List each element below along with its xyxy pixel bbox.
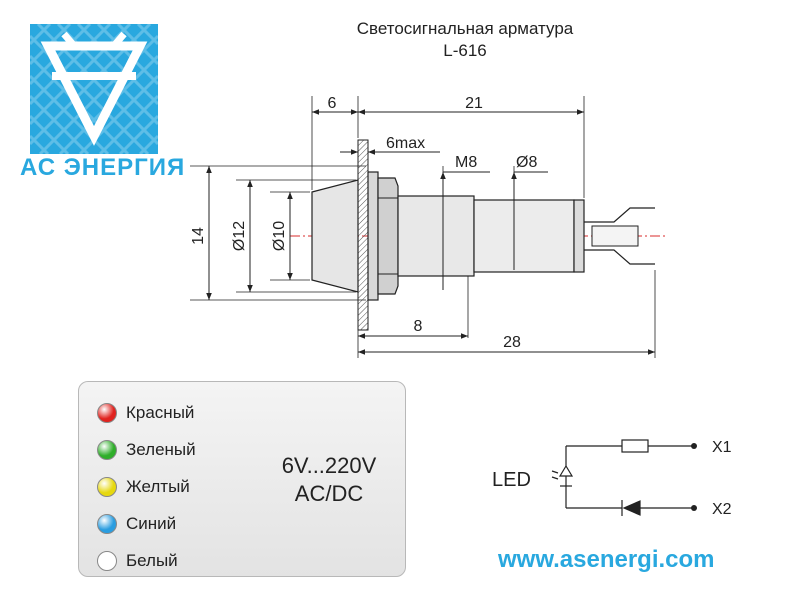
wire-bottom <box>584 249 655 265</box>
color-dot-icon <box>97 402 117 423</box>
rear-cap <box>573 199 585 273</box>
wire-sleeve <box>591 225 639 247</box>
led-label: LED <box>492 469 531 491</box>
color-dot-icon <box>97 439 117 460</box>
dim-6-label: 6 <box>328 95 337 112</box>
brand-logo <box>30 24 158 154</box>
threaded-body <box>397 195 475 277</box>
color-dot-icon <box>97 476 117 497</box>
voltage-range: 6V...220V <box>281 453 377 478</box>
dim-phi8-label: Ø8 <box>516 154 537 171</box>
dim-m8-label: M8 <box>455 154 477 171</box>
dim-21-label: 21 <box>465 95 483 112</box>
website-link[interactable]: www.asenergi.com <box>498 546 715 573</box>
light-ray-2 <box>551 476 559 480</box>
mounting-panel <box>357 139 369 331</box>
legend-item: Зеленый <box>97 431 196 468</box>
terminal-x1-dot <box>691 443 697 449</box>
legend-label: Желтый <box>126 476 190 496</box>
terminal-x1-label: X1 <box>712 439 732 456</box>
title-line1: Светосигнальная арматура <box>356 19 574 38</box>
circuit-diagram <box>551 439 694 516</box>
legend-label: Белый <box>126 550 178 570</box>
legend-label: Красный <box>126 402 195 422</box>
flange <box>367 171 379 301</box>
dim-phi10-label: Ø10 <box>271 221 288 251</box>
title-model: L-616 <box>443 41 487 60</box>
terminal-x2-dot <box>691 505 697 511</box>
led-diode-symbol <box>558 464 574 477</box>
page-title: Светосигнальная арматура L-616 <box>300 18 630 62</box>
color-dot-icon <box>97 550 117 571</box>
legend-item: Синий <box>97 505 196 542</box>
lens-cap <box>311 179 359 293</box>
dim-8-label: 8 <box>414 318 423 335</box>
dim-6max-label: 6max <box>386 135 425 152</box>
dim-phi12-label: Ø12 <box>231 221 248 251</box>
legend-item: Белый <box>97 542 196 579</box>
legend-label: Синий <box>126 513 177 533</box>
legend-label: Зеленый <box>126 439 196 459</box>
brand-name: АС ЭНЕРГИЯ <box>20 154 186 181</box>
dim-14-label: 14 <box>190 227 207 245</box>
legend-item: Желтый <box>97 468 196 505</box>
logo-emblem-icon <box>30 24 158 154</box>
rear-body <box>473 199 575 273</box>
protection-diode-symbol <box>622 500 641 516</box>
color-dot-icon <box>97 513 117 534</box>
resistor-symbol <box>621 439 649 453</box>
light-ray-1 <box>551 470 559 474</box>
dim-28-label: 28 <box>503 334 521 351</box>
legend-item: Красный <box>97 394 196 431</box>
voltage-spec: 6V...220V AC/DC <box>259 452 399 508</box>
terminal-x2-label: X2 <box>712 501 732 518</box>
wire-top <box>584 207 655 223</box>
hex-nut <box>377 177 399 295</box>
voltage-type: AC/DC <box>294 481 364 506</box>
